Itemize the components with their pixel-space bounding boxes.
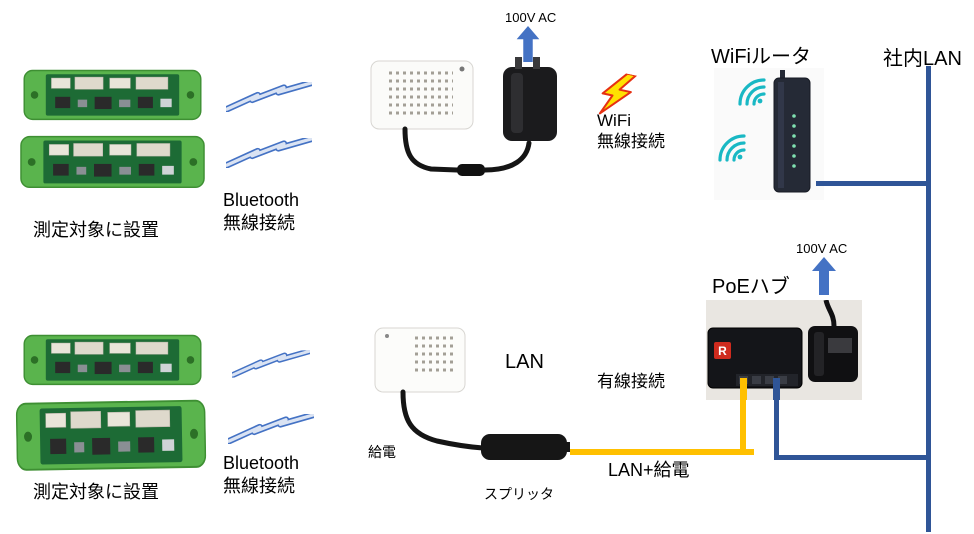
splitter-caption: スプリッタ bbox=[484, 486, 554, 502]
sensor-board-image bbox=[20, 128, 205, 194]
router-title: WiFiルータ bbox=[711, 46, 811, 68]
bottom-bluetooth-label: Bluetooth 無線接続 bbox=[223, 452, 299, 497]
wifi-gateway-photo bbox=[365, 57, 570, 205]
office-lan-title: 社内LAN bbox=[883, 48, 962, 70]
sensor-board-image bbox=[20, 328, 205, 390]
bluetooth-bolt-icon bbox=[226, 82, 312, 112]
bluetooth-bolt-icon bbox=[232, 350, 310, 378]
router-to-lan-line bbox=[816, 181, 926, 186]
poe-hub-illustration: R bbox=[707, 300, 858, 400]
bottom-sensor-caption: 測定対象に設置 bbox=[33, 482, 159, 502]
bluetooth-label-line1: Bluetooth bbox=[223, 453, 300, 473]
wifi-label-line1: WiFi bbox=[597, 111, 631, 130]
wifi-waves-icon bbox=[718, 78, 766, 162]
poe-hub-photo: R bbox=[706, 300, 862, 400]
gateway-ac-label: 100V AC bbox=[505, 10, 557, 25]
wifi-router-photo bbox=[714, 68, 824, 200]
hub-logo: R bbox=[718, 344, 727, 358]
ac-up-arrow-icon bbox=[516, 26, 540, 62]
splitter-illustration bbox=[374, 327, 570, 460]
lan-plus-power-label: LAN+給電 bbox=[608, 460, 690, 480]
hub-ac-label: 100V AC bbox=[796, 241, 848, 256]
bluetooth-label-line2: 無線接続 bbox=[223, 212, 295, 233]
wifi-connection-label: WiFi 無線接続 bbox=[597, 110, 665, 153]
poe-hub-title: PoEハブ bbox=[712, 276, 790, 298]
ac-up-arrow-icon bbox=[812, 257, 836, 295]
wired-connection-label: 有線接続 bbox=[597, 372, 665, 391]
bluetooth-bolt-icon bbox=[228, 414, 314, 444]
hub-to-lan-line bbox=[776, 455, 926, 460]
splitter-power-label: 給電 bbox=[368, 444, 396, 460]
bluetooth-label-line2: 無線接続 bbox=[223, 475, 295, 496]
wifi-router-illustration bbox=[718, 70, 811, 193]
lan-power-line bbox=[570, 449, 754, 455]
bluetooth-bolt-icon bbox=[226, 138, 312, 168]
wifi-gateway-illustration bbox=[370, 57, 557, 176]
top-sensor-caption: 測定対象に設置 bbox=[33, 220, 159, 240]
bluetooth-label-line1: Bluetooth bbox=[223, 190, 300, 210]
wifi-label-line2: 無線接続 bbox=[597, 132, 665, 152]
sensor-board-image bbox=[15, 390, 206, 477]
splitter-lan-label: LAN bbox=[505, 351, 544, 373]
sensor-board-image bbox=[20, 63, 205, 125]
lan-power-riser-line bbox=[740, 392, 746, 455]
hub-to-lan-drop-line bbox=[774, 392, 779, 460]
splitter-photo bbox=[365, 322, 570, 480]
office-lan-trunk-line bbox=[926, 66, 931, 532]
top-bluetooth-label: Bluetooth 無線接続 bbox=[223, 189, 299, 234]
